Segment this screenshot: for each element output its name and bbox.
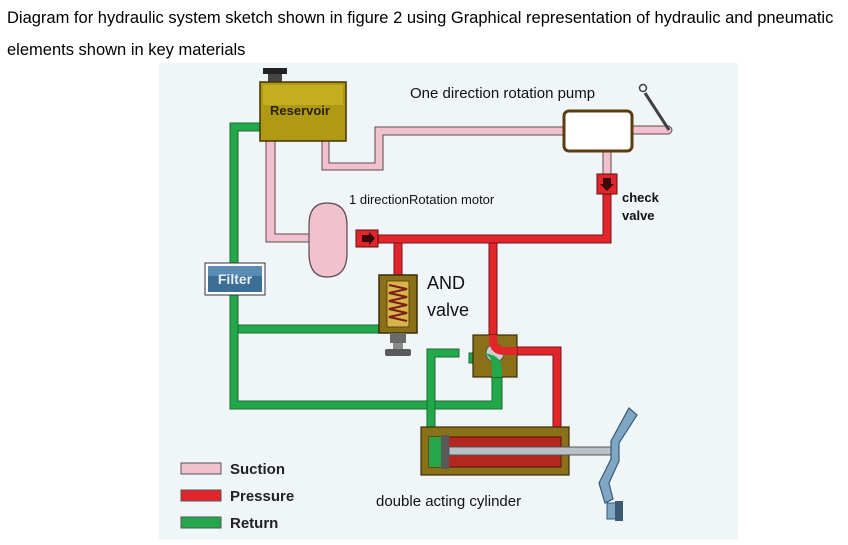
one-direction-pump [562, 83, 671, 153]
legend: Suction Pressure Return [180, 461, 294, 532]
check-valve [596, 173, 618, 195]
and-valve [378, 274, 418, 356]
legend-label-suction: Suction [230, 461, 285, 478]
figure-caption: Diagram for hydraulic system sketch show… [7, 9, 834, 59]
cylinder-label: double acting cylinder [376, 493, 521, 510]
motor-label: 1 directionRotation motor [349, 192, 495, 207]
pump-label: One direction rotation pump [410, 85, 595, 102]
check-valve-label-1: check [622, 190, 660, 205]
reservoir [259, 68, 347, 142]
and-valve-label-1: AND [427, 273, 465, 293]
rotation-motor [308, 202, 348, 278]
and-valve-label-2: valve [427, 300, 469, 320]
filter-label: Filter [218, 271, 253, 287]
legend-swatch-return [180, 516, 222, 529]
check-valve-label-2: valve [622, 208, 655, 223]
reservoir-label: Reservoir [270, 103, 330, 118]
hydraulic-diagram: Reservoir One direction rotation pump ch… [159, 63, 738, 540]
legend-label-pressure: Pressure [230, 488, 294, 505]
legend-swatch-suction [180, 462, 222, 475]
legend-label-return: Return [230, 515, 278, 532]
double-acting-cylinder [420, 407, 638, 521]
legend-swatch-pressure [180, 489, 222, 502]
filter [204, 262, 266, 296]
